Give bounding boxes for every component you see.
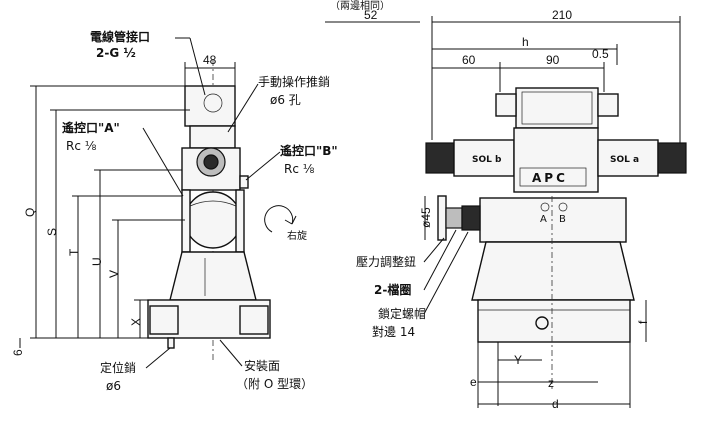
lock-ring-label: 2-檔圈 bbox=[374, 282, 411, 297]
dim-d: d bbox=[552, 397, 559, 411]
mounting-face-label: 安裝面 bbox=[244, 358, 280, 373]
remote-a-leader bbox=[142, 127, 184, 197]
dim-210: 210 bbox=[552, 8, 572, 22]
lock-ring-leader bbox=[423, 229, 457, 291]
solenoid-housing bbox=[515, 87, 599, 129]
dim-h: h bbox=[522, 35, 529, 49]
dim-05: 0.5 bbox=[592, 47, 609, 61]
port-a-mark bbox=[540, 202, 550, 212]
dim-48: 48 bbox=[203, 53, 217, 67]
conduit-port-label: 電線管接口 bbox=[90, 29, 150, 44]
coil-cap-right bbox=[657, 142, 687, 174]
sol-a-label: SOL a bbox=[610, 155, 639, 165]
lock-nut-label: 鎖定螺帽 bbox=[378, 306, 426, 321]
rotation-label: 右旋 bbox=[287, 229, 307, 242]
adjust-nut-core bbox=[203, 154, 219, 170]
port-b-mark bbox=[558, 202, 568, 212]
valve-center-body bbox=[513, 127, 599, 193]
dim-q: Q bbox=[23, 208, 37, 217]
locating-pin-label: 定位銷 bbox=[100, 360, 136, 375]
middle-block bbox=[479, 197, 627, 243]
dim-60: 60 bbox=[462, 53, 476, 67]
locating-pin bbox=[167, 337, 175, 349]
dim-e: e bbox=[470, 375, 477, 389]
pressure-knob-label: 壓力調整鈕 bbox=[356, 254, 416, 269]
remote-b-leader bbox=[245, 151, 281, 181]
dim-v: V bbox=[107, 270, 121, 278]
remote-b-size: Rc ⅛ bbox=[284, 162, 315, 176]
dim-52: 52 bbox=[364, 8, 378, 22]
dim-t: T bbox=[67, 248, 81, 256]
dim-u: U bbox=[90, 257, 104, 266]
port-b-label: B bbox=[559, 214, 566, 225]
drain-plug bbox=[535, 316, 549, 330]
sol-b-label: SOL b bbox=[472, 155, 502, 165]
solenoid-b bbox=[453, 139, 515, 177]
dim-s: S bbox=[45, 228, 59, 236]
mounting-face-note: （附 O 型環） bbox=[236, 377, 313, 391]
conduit-port-size: 2-G ½ bbox=[96, 46, 136, 60]
right-flank bbox=[235, 189, 245, 253]
dim-45: ø45 bbox=[419, 207, 433, 228]
conduit-leader bbox=[189, 37, 206, 96]
port-a-label: A bbox=[540, 214, 547, 225]
conduit-block bbox=[184, 85, 236, 127]
solenoid-housing-inner bbox=[521, 91, 593, 125]
top-note: （兩邊相同） bbox=[330, 0, 390, 12]
conduit-boss-right bbox=[597, 93, 619, 117]
manual-pin-hole: ø6 孔 bbox=[270, 93, 301, 107]
manual-pin-box bbox=[189, 125, 236, 149]
round-body-shade bbox=[189, 200, 237, 207]
left-flank bbox=[181, 189, 191, 253]
remote-b-label: 遙控口"B" bbox=[280, 143, 338, 158]
knob-shaft bbox=[445, 207, 463, 229]
lock-nut bbox=[461, 205, 481, 231]
left-view: 48 電線管接口 2-G ½ 手動操作推銷 ø6 孔 遙控口"A" Rc ⅛ 遙… bbox=[11, 29, 338, 393]
dim-x: X bbox=[129, 318, 143, 326]
right-view: （兩邊相同） 52 210 h 60 90 0.5 SOL b APC SOL bbox=[325, 0, 687, 411]
conduit-boss-left bbox=[495, 93, 517, 117]
right-base bbox=[477, 299, 631, 343]
dim-z: z bbox=[548, 376, 554, 390]
rotation-arrowhead-icon bbox=[284, 215, 297, 225]
lower-body bbox=[169, 251, 257, 301]
rotation-arrow-icon bbox=[264, 205, 294, 233]
dim-6: 6 bbox=[11, 349, 25, 356]
lock-nut-size: 對邊 14 bbox=[372, 325, 415, 339]
coil-cap-left bbox=[425, 142, 455, 174]
pressure-knob bbox=[437, 195, 447, 241]
base-bolt-right bbox=[239, 305, 269, 335]
pressure-knob-leader bbox=[423, 237, 445, 263]
right-lower-body bbox=[471, 241, 635, 301]
brand-plate bbox=[519, 167, 587, 187]
brand-label: APC bbox=[532, 171, 568, 185]
locating-pin-size: ø6 bbox=[106, 379, 121, 393]
manual-pin-leader bbox=[227, 83, 259, 133]
base-bolt-left bbox=[149, 305, 179, 335]
main-round-body bbox=[184, 191, 242, 249]
remote-a-label: 遙控口"A" bbox=[62, 120, 120, 135]
lock-nut-leader bbox=[423, 231, 469, 315]
locating-pin-leader bbox=[145, 347, 171, 369]
dim-y: Y bbox=[514, 353, 522, 367]
conduit-port-circle bbox=[203, 93, 223, 113]
dim-90: 90 bbox=[546, 53, 560, 67]
mounting-face-leader bbox=[219, 339, 243, 367]
remote-a-size: Rc ⅛ bbox=[66, 139, 97, 153]
manual-pin-label: 手動操作推銷 bbox=[258, 74, 330, 89]
remote-b-plug bbox=[239, 175, 249, 189]
dim-f: f bbox=[636, 320, 650, 324]
